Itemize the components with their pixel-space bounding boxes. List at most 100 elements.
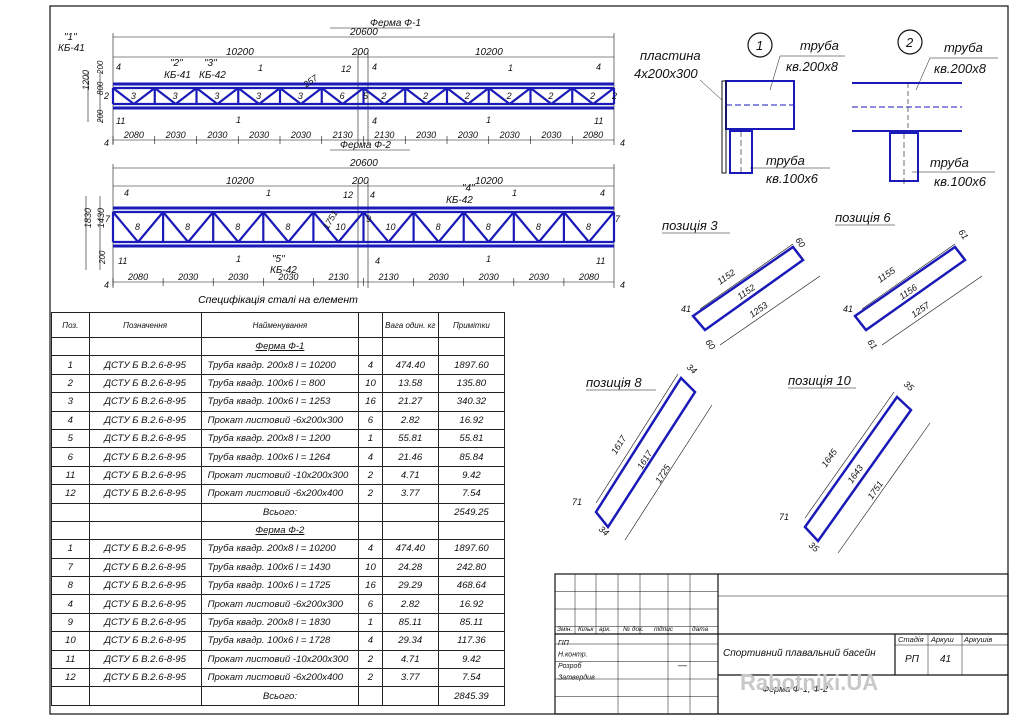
member-mark: 8 xyxy=(285,222,290,232)
truss-f2-mark-4b: 4 xyxy=(600,188,605,198)
spec-section-1: Ферма Ф-2 xyxy=(51,520,506,541)
node-1-plate: пластина xyxy=(640,48,701,63)
truss-f1-h-bot: 200 xyxy=(96,109,105,124)
member-mark: 8 xyxy=(486,222,491,232)
position-8-d3: 1725 xyxy=(653,462,673,485)
truss-f2-h-bot: 200 xyxy=(98,250,107,265)
position-8: позиція 8 1617 1617 1725 34 71 34 xyxy=(572,362,713,541)
truss-f2-callout-4-num: "4" xyxy=(462,183,475,194)
tb-role-1: Н.контр. xyxy=(558,652,588,659)
truss-f2-callout-5-ref: КБ-42 xyxy=(270,265,297,276)
member-mark: 2 xyxy=(422,91,428,101)
truss-f1-center: 200 xyxy=(351,47,369,58)
truss-f1-mark-5: 5 xyxy=(363,91,369,101)
truss-f2-callout-4-ref: КБ-42 xyxy=(446,195,473,206)
truss-f2-half-right: 10200 xyxy=(475,176,503,187)
node-1-pipe-top-size: кв.200х8 xyxy=(786,59,839,74)
member-mark: 6 xyxy=(340,91,345,101)
bay-dim-0: 2080 xyxy=(123,130,144,140)
truss-f2-mark-4d: 4 xyxy=(375,256,380,266)
truss-f2-mark-4c: 4 xyxy=(370,190,375,200)
bay-dim-9: 2030 xyxy=(499,130,520,140)
node-1-circle xyxy=(747,32,773,58)
position-6-b: 41 xyxy=(843,304,853,314)
member-mark: 2 xyxy=(464,91,470,101)
truss-f2-mark-1b: 1 xyxy=(512,188,517,198)
title-block-dash: — xyxy=(677,660,688,670)
bay-dim-2: 2030 xyxy=(206,130,227,140)
bay-dim-6: 2030 xyxy=(428,272,449,282)
node-2-pipe-bot: труба xyxy=(930,155,969,170)
member-mark: 8 xyxy=(436,222,441,232)
spec-caption: Специфікація сталі на елемент xyxy=(198,294,358,306)
truss-f1-mark-1a: 1 xyxy=(258,63,263,73)
watermark: Rabotniki.UA xyxy=(740,670,878,695)
member-mark: 3 xyxy=(173,91,178,101)
truss-f1-mark-4f: 4 xyxy=(620,138,625,148)
title-block-stage: РП xyxy=(905,654,920,665)
bay-dim-6: 2130 xyxy=(373,130,394,140)
spec-header-note: Примітки xyxy=(437,312,506,338)
position-3-c: 60 xyxy=(703,337,717,351)
truss-f2-mark-12: 12 xyxy=(343,190,353,200)
node-1-pipe-bot: труба xyxy=(766,153,805,168)
truss-f2-mark-11a: 11 xyxy=(118,256,127,266)
node-detail-1: 1 пластина 4х200х300 труба кв.200х8 труб… xyxy=(634,32,845,186)
truss-f1-callout-3-num: "3" xyxy=(204,58,217,69)
title-block-sheet-title: Ферма Ф-1, Ф-2 xyxy=(762,684,828,694)
node-1-num: 1 xyxy=(756,38,763,53)
tb-role-3: Затвердив xyxy=(558,674,595,682)
truss-f2-mark-11b: 11 xyxy=(596,256,605,266)
truss-f2-mark-1d: 1 xyxy=(486,254,491,264)
spec-header-name: Найменування xyxy=(200,312,360,338)
truss-f1-title: Ферма Ф-1 xyxy=(370,18,421,29)
spec-total-1: Всього:2845.39 xyxy=(51,686,506,706)
member-mark: 3 xyxy=(298,91,303,101)
node-2-pipe-bot-size: кв.100х6 xyxy=(934,174,987,189)
truss-f1-mark-2b: 2 xyxy=(611,91,617,101)
truss-f1-mark-4e: 4 xyxy=(104,138,109,148)
spec-header-qty xyxy=(358,312,383,338)
member-mark: 8 xyxy=(185,222,190,232)
position-10-b: 71 xyxy=(779,512,789,522)
position-6-a: 61 xyxy=(956,227,970,241)
member-mark: 8 xyxy=(235,222,240,232)
title-block-sheet: 41 xyxy=(940,654,951,665)
truss-f1-mark-11b: 11 xyxy=(594,116,603,126)
position-3-b: 41 xyxy=(681,304,691,314)
member-mark: 10 xyxy=(335,222,345,232)
position-10-d1: 1645 xyxy=(819,446,839,469)
truss-f1-callout-2-num: "2" xyxy=(170,58,183,69)
truss-f1-half-right: 10200 xyxy=(475,47,503,58)
truss-f2-mark-4f: 4 xyxy=(620,280,625,290)
member-mark: 3 xyxy=(256,91,261,101)
truss-f2-mark-1c: 1 xyxy=(236,254,241,264)
node-2-num: 2 xyxy=(905,35,914,50)
truss-f1-mark-4d: 4 xyxy=(372,116,377,126)
truss-f2-total: 20600 xyxy=(349,158,378,169)
position-8-label: позиція 8 xyxy=(586,375,642,390)
node-1-pipe-bot-size: кв.100х6 xyxy=(766,171,819,186)
spec-section-0: Ферма Ф-1 xyxy=(51,336,506,357)
spec-grid: Поз. Позначення Найменування Вага один. … xyxy=(51,312,506,706)
truss-f1-mark-12: 12 xyxy=(341,64,351,74)
title-block-stage-label: Стадія xyxy=(898,635,924,644)
spec-header-pos: Поз. xyxy=(51,312,90,338)
position-3: позиція 3 1152 1152 1253 60 41 60 xyxy=(662,218,821,351)
position-6-d1: 1155 xyxy=(875,265,897,285)
bay-dim-9: 2080 xyxy=(578,272,599,282)
tb-col-3: № док. xyxy=(623,625,644,633)
tb-col-4: підпис xyxy=(654,625,674,633)
bay-dim-8: 2030 xyxy=(457,130,478,140)
bay-dim-7: 2030 xyxy=(478,272,499,282)
position-8-d1: 1617 xyxy=(609,433,629,456)
